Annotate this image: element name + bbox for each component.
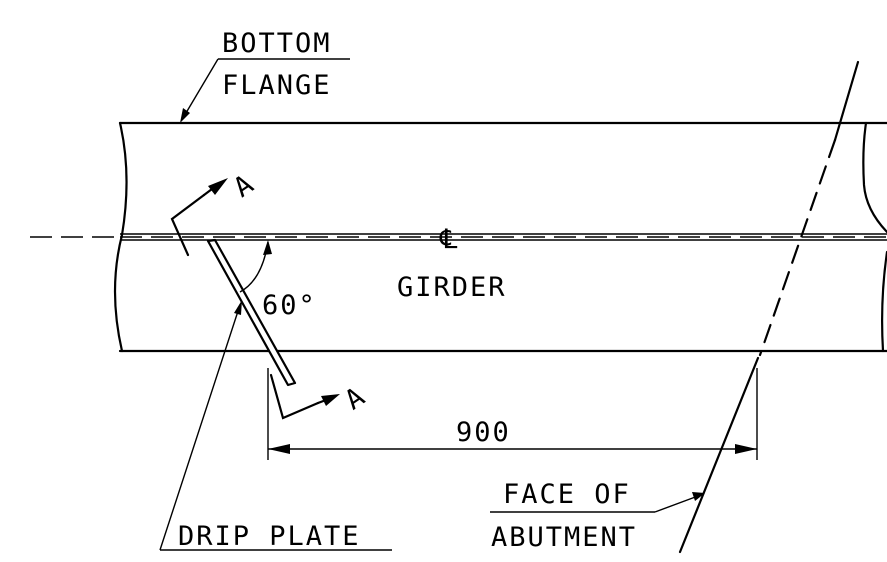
section-arrow-bottom-head xyxy=(321,394,340,406)
section-label-top: A xyxy=(228,168,260,204)
girder-web xyxy=(30,233,887,241)
section-cut-line-top xyxy=(170,193,206,257)
angle-arc xyxy=(239,241,269,293)
dimension-arrow-left xyxy=(268,444,290,454)
abutment-line-lower xyxy=(678,356,760,554)
flange-left-break-line xyxy=(113,121,128,353)
girder-label: GIRDER xyxy=(397,272,507,303)
section-arrow-top-head xyxy=(208,178,228,195)
dimension-arrow-right xyxy=(735,444,757,454)
flange-right-break-line-lower xyxy=(881,250,887,353)
face-of-abutment-label-line2: ABUTMENT xyxy=(491,522,637,553)
drip-plate xyxy=(206,238,297,387)
face-of-abutment-leader xyxy=(654,495,699,513)
centerline-symbol: ℄ xyxy=(439,224,459,255)
bottom-flange-outline xyxy=(113,121,887,353)
section-cut-line-bottom xyxy=(269,373,320,420)
face-of-abutment-label-line1: FACE OF xyxy=(503,479,631,510)
angle-arc-arrowhead xyxy=(263,240,272,255)
drip-plate-shape xyxy=(206,238,297,387)
section-label-bottom: A xyxy=(339,380,371,416)
bottom-flange-callout: BOTTOM FLANGE xyxy=(180,28,350,123)
face-of-abutment xyxy=(678,60,860,554)
bottom-flange-leader xyxy=(182,58,219,119)
face-of-abutment-leader-arrow xyxy=(692,492,705,501)
face-of-abutment-callout: FACE OF ABUTMENT xyxy=(490,479,705,553)
bottom-flange-label-line2: FLANGE xyxy=(222,70,332,101)
drip-plate-leader-arrow xyxy=(234,300,242,315)
abutment-line-hidden xyxy=(758,138,837,357)
dimension-900: 900 xyxy=(267,368,758,460)
dimension-label: 900 xyxy=(456,417,511,448)
flange-right-break-line-upper xyxy=(862,121,887,234)
drip-plate-callout: DRIP PLATE xyxy=(159,300,392,552)
drip-plate-label: DRIP PLATE xyxy=(178,521,361,552)
bottom-flange-label-line1: BOTTOM xyxy=(222,28,332,59)
angle-label: 60° xyxy=(262,290,317,321)
drip-plate-leader xyxy=(159,304,241,551)
abutment-line-upper xyxy=(833,60,860,142)
bottom-flange-leader-arrow xyxy=(180,108,190,123)
angle-indicator: 60° xyxy=(239,240,317,321)
